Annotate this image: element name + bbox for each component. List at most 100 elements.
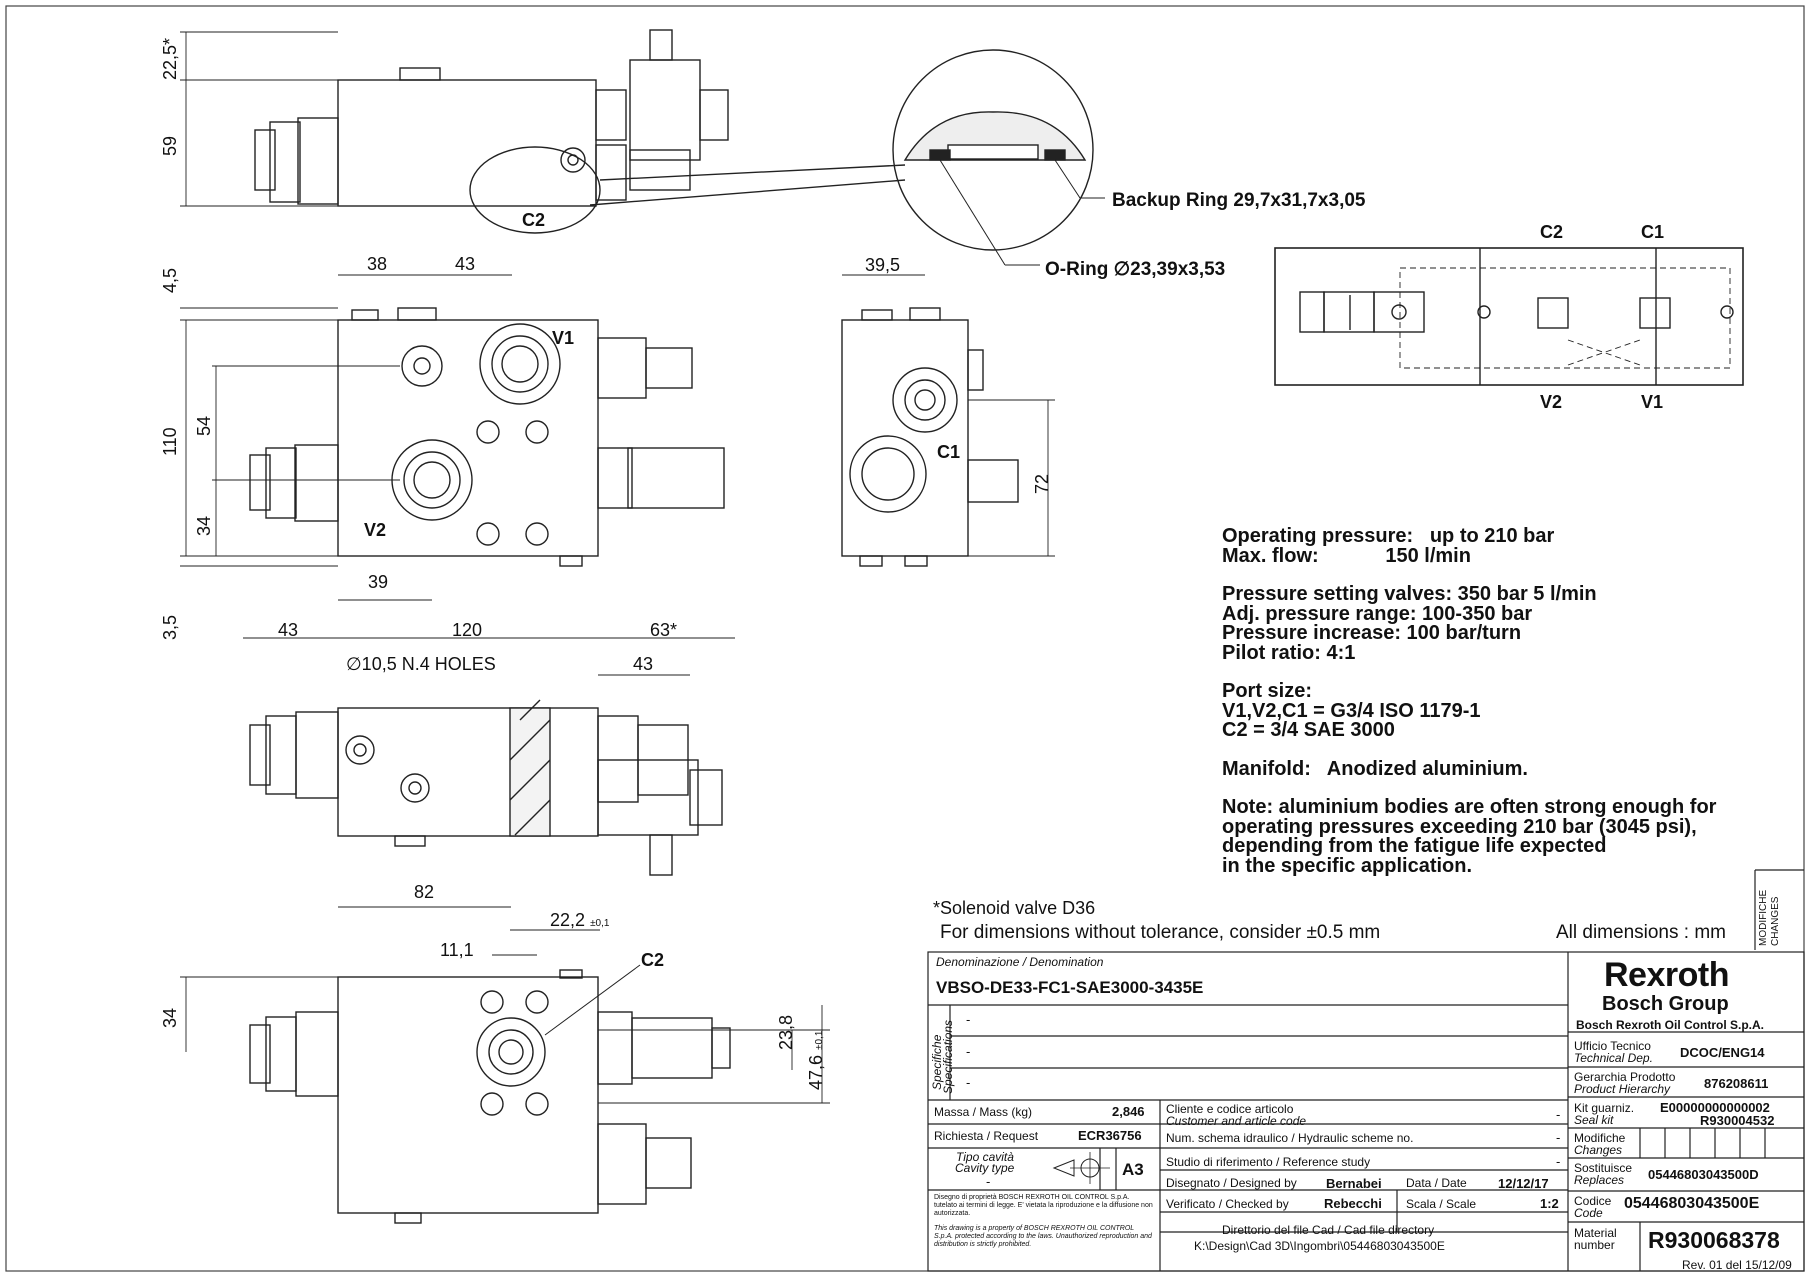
format-value: A3 [1122, 1160, 1144, 1179]
cavity-value: - [986, 1174, 991, 1189]
schematic-c2: C2 [1540, 222, 1564, 242]
dim-22-2: 22,2 ±0,1 [550, 910, 609, 931]
backup-ring-callout: Backup Ring 29,7x31,7x3,05 [1112, 190, 1366, 211]
ufficio-label: Ufficio Tecnico [1574, 1039, 1651, 1053]
schematic-c1: C1 [1641, 222, 1665, 242]
cavity-label-it: Tipo cavità [956, 1150, 1014, 1164]
dim-34-b: 34 [160, 1007, 180, 1028]
spec-max-flow: Max. flow: 150 l/min [1222, 544, 1471, 567]
ufficio-label-en: Technical Dep. [1574, 1051, 1653, 1065]
spec-note-1: Note: aluminium bodies are often strong … [1222, 796, 1717, 818]
code-label-en: Code [1574, 1206, 1603, 1220]
dim-120: 120 [452, 620, 483, 640]
spec-pilot-ratio: Pilot ratio: 4:1 [1222, 641, 1356, 664]
dim-47-6: 47,6 ±0,1 [806, 1031, 827, 1090]
spec-note-2: operating pressures exceeding 210 bar (3… [1222, 815, 1697, 838]
massa-label: Massa / Mass (kg) [934, 1105, 1033, 1119]
legal-en: This drawing is a property of BOSCH REXR… [934, 1225, 1152, 1248]
kit-value-1: E00000000000002 [1660, 1100, 1770, 1115]
dim-63: 63* [650, 620, 678, 640]
spec-pressure-setting: Pressure setting valves: 350 bar 5 l/min [1222, 583, 1597, 605]
dim-22-2-tol: ±0,1 [590, 918, 610, 929]
cliente-label-en: Customer and article code [1166, 1114, 1307, 1128]
dim-54: 54 [194, 415, 214, 436]
title-block-lines [927, 869, 1805, 1272]
richiesta-label: Richiesta / Request [934, 1129, 1039, 1143]
note-all-dims: All dimensions : mm [1556, 922, 1726, 943]
port-c2-bottom: C2 [641, 950, 665, 970]
spec-row-3: - [966, 1075, 971, 1090]
dim-43-c: 43 [633, 654, 654, 674]
spec-label-en: Specifications [941, 1019, 955, 1094]
dim-38: 38 [367, 254, 388, 274]
cavity-label-en: Cavity type [955, 1161, 1015, 1175]
schema-value: - [1556, 1130, 1561, 1145]
spec-row-1: - [966, 1012, 971, 1027]
replaces-label: Sostituisce [1574, 1161, 1633, 1175]
dim-72: 72 [1032, 473, 1052, 494]
spec-row-2: - [966, 1044, 971, 1059]
cad-label: Direttorio del file Cad / Cad file direc… [1222, 1223, 1435, 1237]
dim-3-5: 3,5 [160, 614, 180, 640]
massa-value: 2,846 [1112, 1104, 1145, 1119]
replaces-value: 05446803043500D [1648, 1167, 1759, 1182]
modifiche-label-en: Changes [1574, 1143, 1623, 1157]
legal-it: Disegno di proprietà BOSCH REXROTH OIL C… [934, 1194, 1153, 1217]
dim-39-5: 39,5 [865, 255, 901, 275]
dim-47-6-tol: ±0,1 [814, 1030, 825, 1050]
specifications: Operating pressure: up to 210 bar Max. f… [1222, 525, 1717, 876]
gerarchia-label-en: Product Hierarchy [1574, 1082, 1671, 1096]
date-value: 12/12/17 [1498, 1176, 1549, 1191]
c2-detail-circle [469, 146, 601, 234]
checked-label: Verificato / Checked by [1166, 1197, 1289, 1211]
view-right [841, 274, 1055, 567]
dim-43-b: 43 [278, 620, 299, 640]
scale-value: 1:2 [1540, 1196, 1559, 1211]
sheet-border [5, 5, 1805, 1272]
spec-operating-pressure: Operating pressure: up to 210 bar [1222, 525, 1555, 547]
note-solenoid: *Solenoid valve D36 [933, 898, 1096, 918]
dim-47-6-value: 47,6 [806, 1054, 826, 1090]
port-v1: V1 [552, 328, 575, 348]
note-changes: CHANGES [1770, 896, 1781, 946]
spec-pressure-increase: Pressure increase: 100 bar/turn [1222, 622, 1522, 644]
spec-port-v1v2c1: V1,V2,C1 = G3/4 ISO 1179-1 [1222, 699, 1481, 722]
dim-holes: ∅10,5 N.4 HOLES [346, 654, 496, 674]
dim-82: 82 [414, 882, 435, 902]
view-bottom [180, 906, 830, 1224]
cliente-value: - [1556, 1107, 1561, 1122]
oring-callout: O-Ring ∅23,39x3,53 [1045, 259, 1226, 280]
richiesta-value: ECR36756 [1078, 1128, 1142, 1143]
kit-label-en: Seal kit [1574, 1113, 1614, 1127]
code-label: Codice [1574, 1194, 1612, 1208]
view-front [180, 274, 725, 601]
modifiche-label: Modifiche [1574, 1131, 1626, 1145]
schematic-v1: V1 [1641, 392, 1664, 412]
view-top [243, 637, 735, 876]
dim-110: 110 [160, 427, 180, 456]
dim-22-2-value: 22,2 [550, 910, 586, 930]
gerarchia-label: Gerarchia Prodotto [1574, 1070, 1676, 1084]
cliente-label: Cliente e codice articolo [1166, 1102, 1294, 1116]
denomination-label: Denominazione / Denomination [936, 955, 1104, 969]
material-value: R930068378 [1648, 1227, 1780, 1253]
port-c1: C1 [937, 442, 961, 462]
dim-34-a: 34 [194, 515, 214, 536]
note-tolerance: For dimensions without tolerance, consid… [940, 922, 1381, 943]
checked-value: Rebecchi [1324, 1196, 1382, 1211]
designed-label: Disegnato / Designed by [1166, 1176, 1297, 1190]
date-label: Data / Date [1406, 1176, 1467, 1190]
port-v2: V2 [364, 520, 387, 540]
material-label-en: number [1574, 1238, 1615, 1252]
spec-port-size: Port size: [1222, 680, 1313, 702]
code-value: 05446803043500E [1624, 1195, 1760, 1212]
dim-4-5: 4,5 [160, 267, 180, 293]
dim-23-8: 23,8 [776, 1014, 796, 1050]
studio-value: - [1556, 1154, 1561, 1169]
scale-label: Scala / Scale [1406, 1197, 1477, 1211]
note-modifiche: MODIFICHE [1758, 889, 1769, 946]
detail-bubble [892, 49, 1105, 266]
schematic-v2: V2 [1540, 392, 1563, 412]
